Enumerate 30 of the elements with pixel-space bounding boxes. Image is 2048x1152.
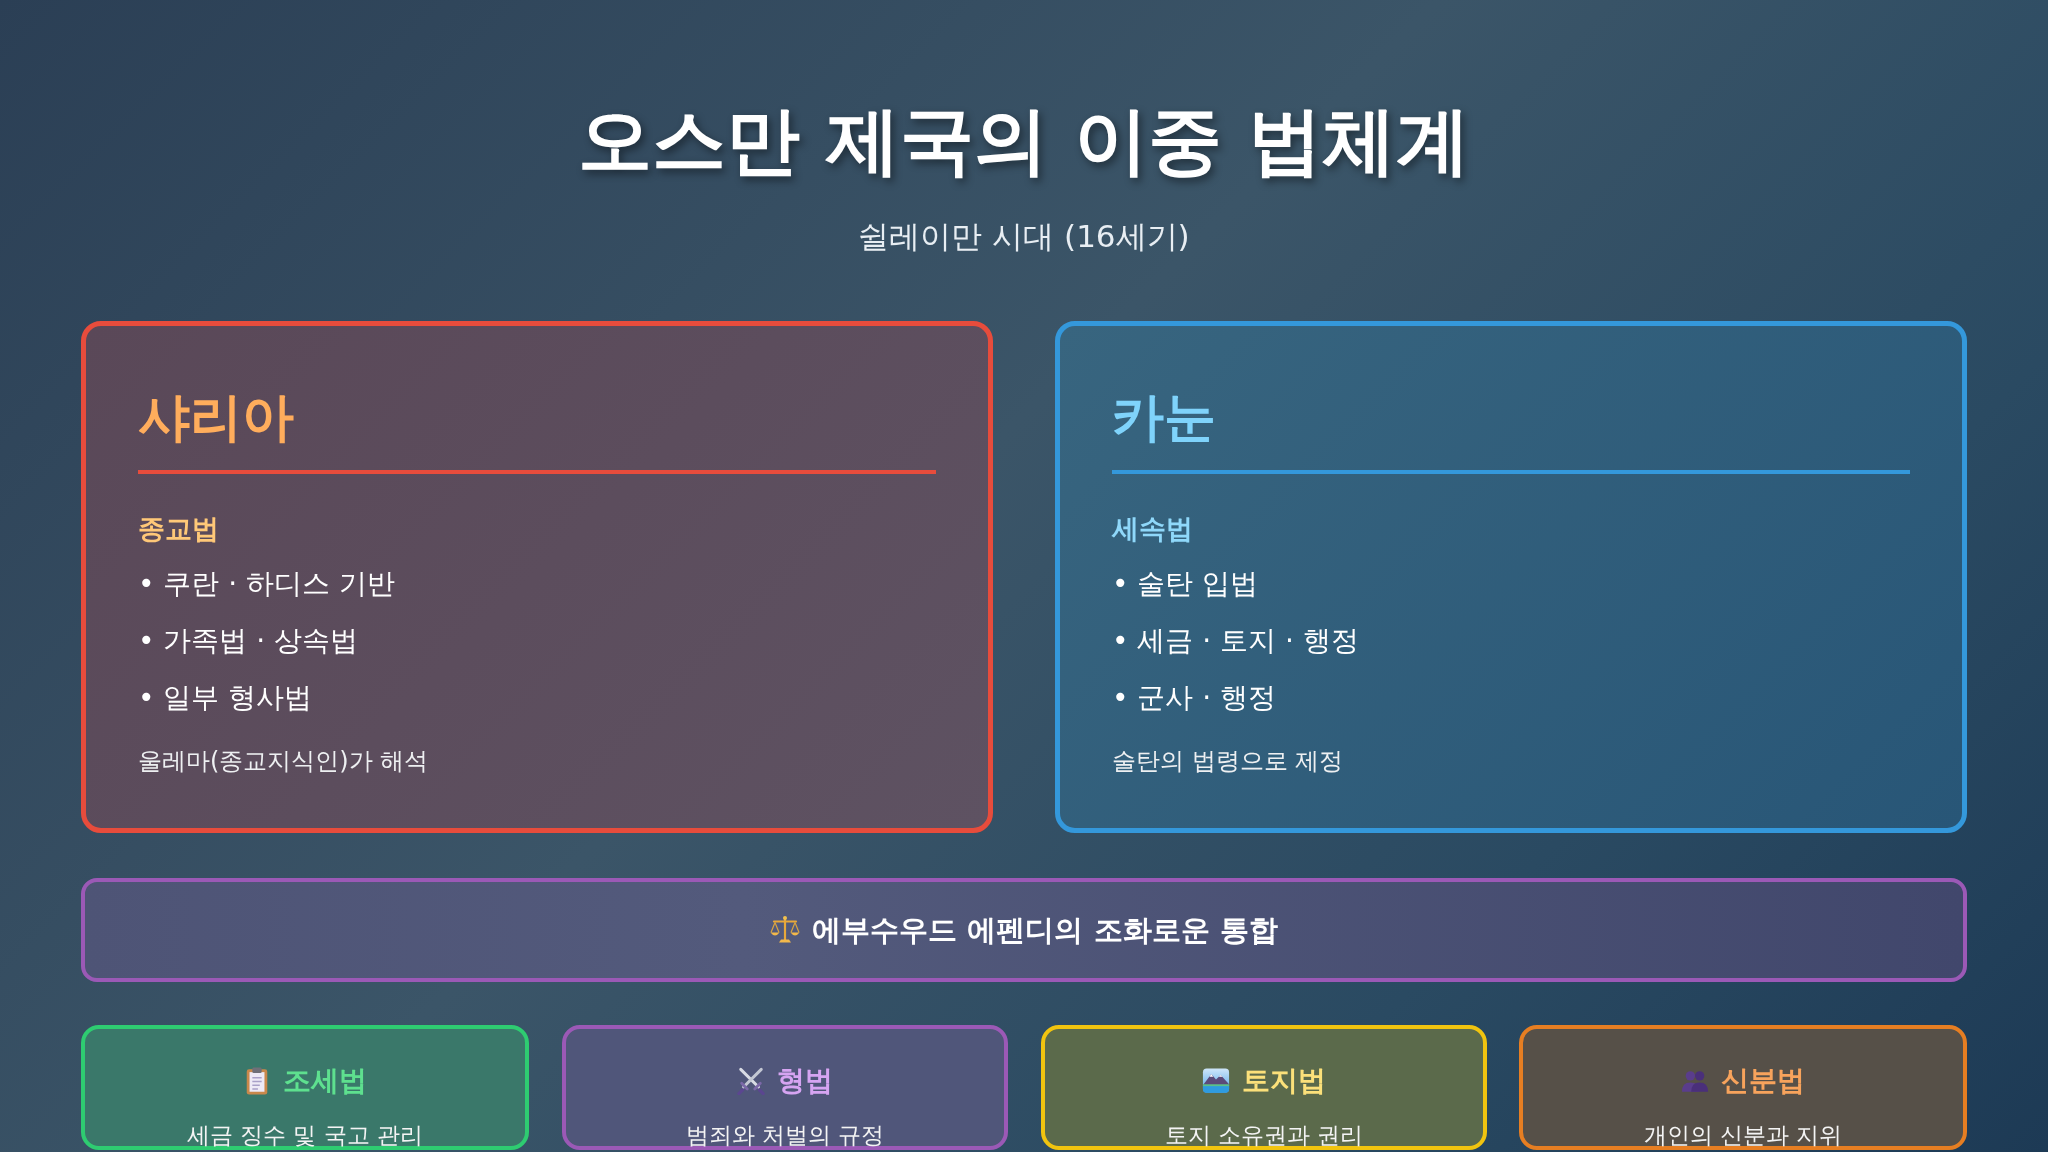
list-item: • 세금 · 토지 · 행정 [1112,623,1359,659]
card-heading: 카눈 [1112,386,1216,449]
card-title: 조세법 [283,1063,367,1099]
banner-text: 에부수우드 에펜디의 조화로운 통합 [812,912,1278,949]
card-title: 신분법 [1721,1063,1805,1099]
card-title: 토지법 [1242,1063,1326,1099]
card-description: 범죄와 처벌의 규정 [685,1121,885,1150]
card-description: 개인의 신분과 지위 [1643,1121,1843,1150]
subtitle: 쉴레이만 시대 (16세기) [858,218,1190,254]
section-heading: 종교법 [138,512,219,546]
list-item: • 일부 형사법 [138,680,313,716]
note-text: 술탄의 법령으로 제정 [1112,746,1344,777]
law-card [81,321,993,833]
list-item: • 쿠란 · 하디스 기반 [138,566,396,602]
page-title: 오스만 제국의 이중 법체계 [578,97,1470,183]
card-title: 형법 [777,1063,833,1099]
law-card [1055,321,1967,833]
card-description: 토지 소유권과 권리 [1164,1121,1364,1150]
list-item: • 군사 · 행정 [1112,680,1277,716]
card-description: 세금 징수 및 국고 관리 [186,1121,424,1150]
note-text: 울레마(종교지식인)가 해석 [138,746,429,777]
law-category-card [1519,1025,1967,1150]
section-heading: 세속법 [1112,512,1193,546]
list-item: • 가족법 · 상속법 [138,623,359,659]
law-category-card [562,1025,1008,1150]
law-category-card [1041,1025,1487,1150]
integration-banner [81,878,1967,982]
list-item: • 술탄 입법 [1112,566,1259,602]
card-heading: 샤리아 [138,386,294,449]
law-category-card [81,1025,529,1150]
